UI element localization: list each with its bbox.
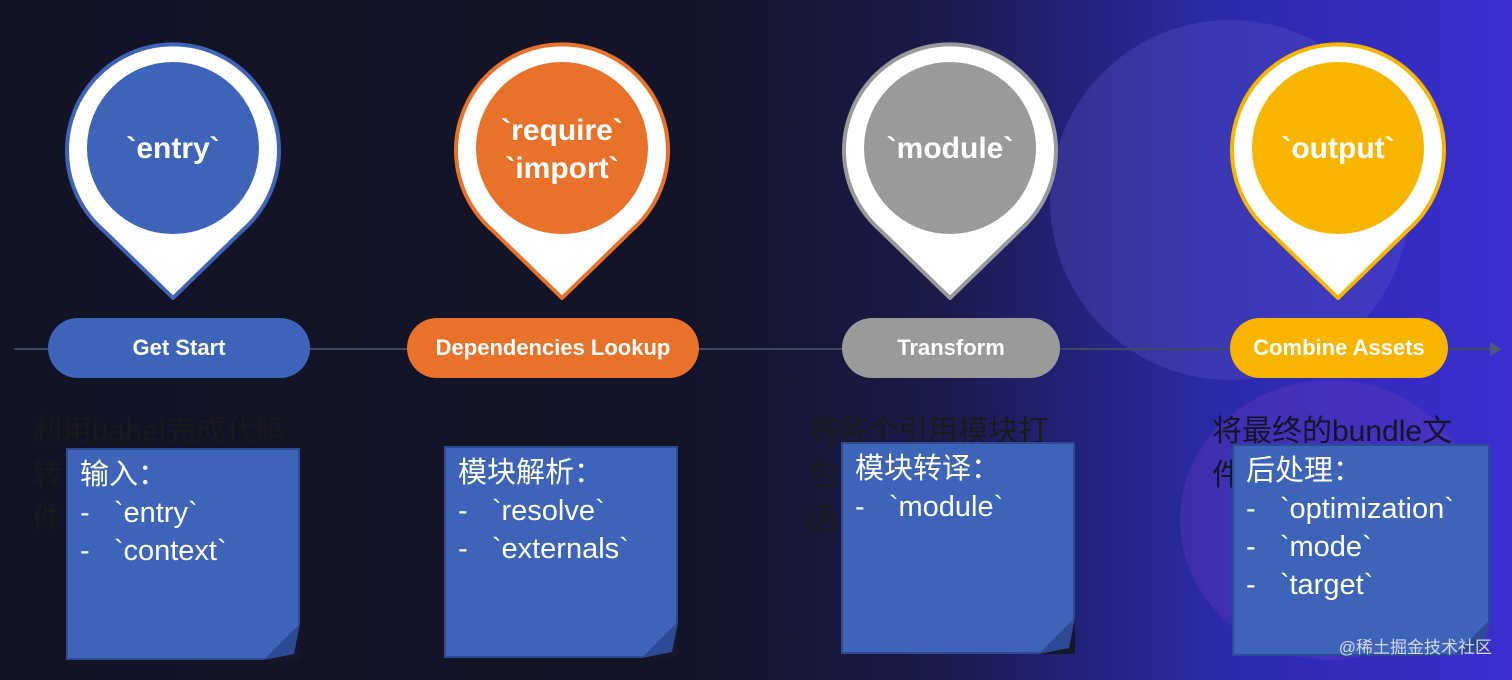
note-title: 输入： [80, 459, 168, 491]
note-card-post-processing: 后处理： - `optimization` - `mode` - `target… [1232, 444, 1490, 656]
stage-pill-dependencies-lookup: Dependencies Lookup [407, 318, 699, 378]
stage-pill-combine-assets: Combine Assets [1230, 318, 1448, 378]
note-card-module-resolution: 模块解析： - `resolve` - `externals` [444, 446, 678, 658]
note-title: 后处理： [1246, 455, 1363, 487]
pin-label-line: `module` [886, 132, 1014, 165]
watermark: @稀土掘金技术社区 [1338, 638, 1492, 657]
note-title: 模块解析： [458, 457, 604, 489]
page-fold-icon [642, 622, 678, 658]
description-line: 转 [32, 459, 62, 492]
note-item: - `module` [855, 491, 1004, 523]
pin-marker-module: `module` [842, 40, 1058, 300]
pin-label-line: `output` [1281, 132, 1395, 165]
note-item: - `resolve` [458, 495, 605, 527]
pin-marker-output: `output` [1230, 40, 1446, 300]
note-item: - `entry` [80, 497, 198, 529]
stage-pill-transform: Transform [842, 318, 1060, 378]
description-line: 将最终的bundle文 [1212, 415, 1453, 448]
timeline-arrow-icon [1490, 342, 1502, 356]
description-line: 件 [32, 503, 62, 536]
pin-marker-require-import: `require` `import` [454, 40, 670, 300]
stage-description: 利用babel完成代码 转 件 [32, 410, 302, 542]
map-pin-icon [454, 42, 670, 300]
timeline-line [14, 348, 1494, 350]
stage-pill-get-start: Get Start [48, 318, 310, 378]
pin-marker-entry: `entry` [65, 40, 281, 300]
description-line: 包 [808, 459, 838, 492]
note-item: - `target` [1246, 569, 1374, 601]
note-item: - `mode` [1246, 531, 1372, 563]
description-line: 利用babel完成代码 [32, 415, 286, 448]
page-fold-icon [1039, 618, 1075, 654]
note-item: - `context` [80, 535, 227, 567]
pin-label-line: `require` [501, 114, 623, 147]
map-pin-icon [1230, 42, 1446, 300]
note-card-module-transform: 模块转译： - `module` [841, 442, 1075, 654]
note-title: 模块转译： [855, 453, 1001, 485]
note-item: - `optimization` [1246, 493, 1454, 525]
map-pin-icon [842, 42, 1058, 300]
note-card-input: 输入： - `entry` - `context` [66, 448, 300, 660]
pin-label-line: `import` [505, 152, 619, 185]
note-item: - `externals` [458, 533, 629, 565]
description-line: 函 [808, 503, 838, 536]
page-fold-icon [1454, 620, 1490, 656]
pin-label-line: `entry` [126, 132, 220, 165]
map-pin-icon [65, 42, 281, 300]
page-fold-icon [264, 624, 300, 660]
